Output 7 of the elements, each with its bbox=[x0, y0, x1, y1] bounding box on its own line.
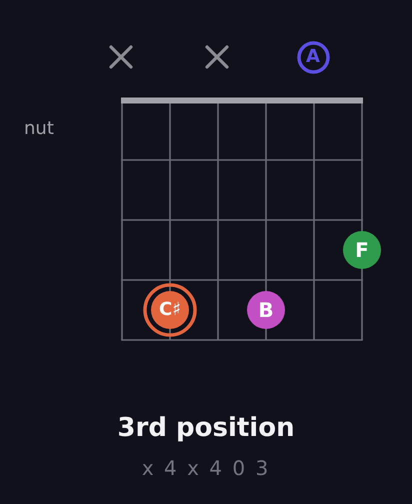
open-string-ring: A bbox=[296, 40, 330, 74]
note-dot: B bbox=[247, 291, 285, 329]
root-note-dot: C♯ bbox=[143, 283, 197, 337]
chord-title: 3rd position bbox=[116, 412, 296, 445]
note-dot: F bbox=[343, 231, 381, 269]
fingering-caption: x 4 x 4 0 3 bbox=[140, 455, 272, 482]
nut-label: nut bbox=[24, 118, 54, 140]
